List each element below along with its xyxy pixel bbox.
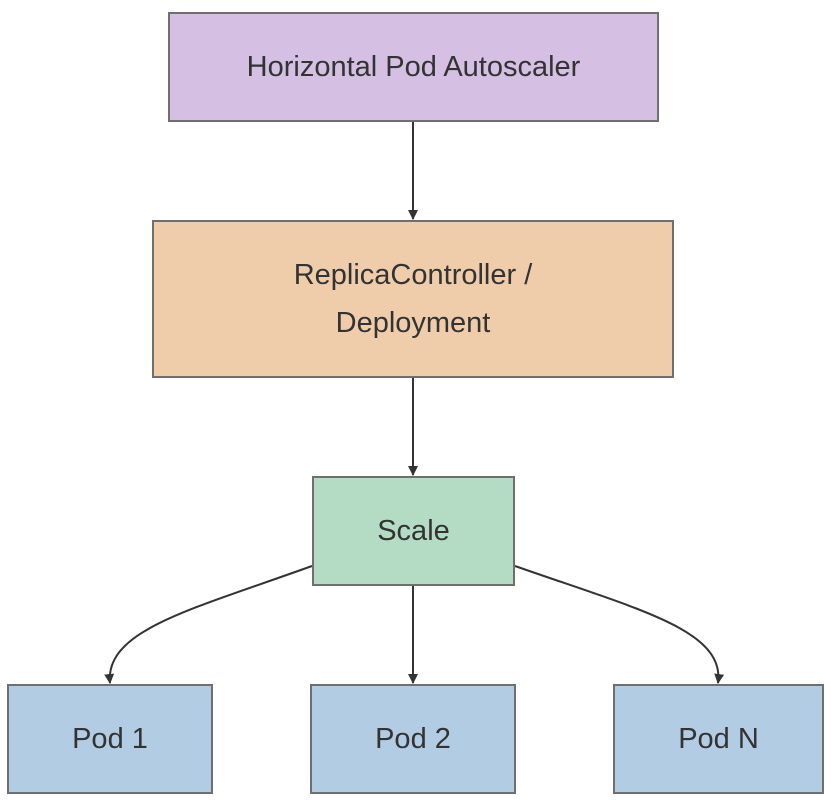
node-horizontal-pod-autoscaler: Horizontal Pod Autoscaler bbox=[168, 12, 659, 122]
node-pod-n: Pod N bbox=[613, 684, 824, 794]
node-replica-controller-deployment: ReplicaController / Deployment bbox=[152, 220, 674, 378]
node-label: Horizontal Pod Autoscaler bbox=[246, 51, 581, 83]
edge-scale-to-pod1 bbox=[104, 565, 313, 684]
node-label: ReplicaController / Deployment bbox=[293, 259, 533, 339]
node-label: Scale bbox=[377, 515, 450, 547]
node-label: Pod 2 bbox=[375, 723, 451, 755]
node-scale: Scale bbox=[312, 476, 515, 586]
node-pod-1: Pod 1 bbox=[7, 684, 213, 794]
node-label: Pod 1 bbox=[72, 723, 148, 755]
edge-scale-to-podn bbox=[514, 565, 725, 684]
node-label: Pod N bbox=[678, 723, 759, 755]
node-pod-2: Pod 2 bbox=[310, 684, 516, 794]
